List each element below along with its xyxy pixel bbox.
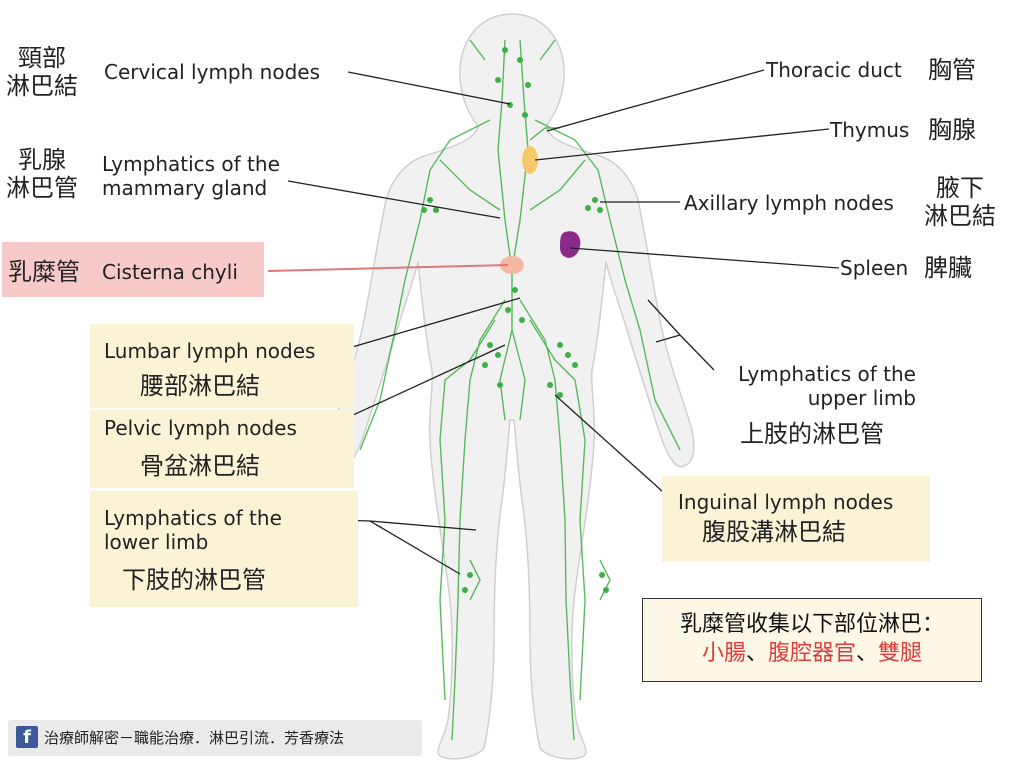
cisterna-note-box: 乳糜管收集以下部位淋巴： 小腸、腹腔器官、雙腿 — [642, 598, 982, 682]
inguinal-highlight — [662, 476, 930, 562]
footer-text: 治療師解密－職能治療．淋巴引流．芳香療法 — [44, 729, 345, 747]
note-separator: 、 — [745, 641, 768, 666]
cervical-label-zh: 頸部 淋巴結 — [6, 44, 78, 100]
thymus-label-zh: 胸腺 — [928, 116, 976, 144]
spleen-label-zh: 脾臟 — [924, 254, 972, 282]
body-silhouette — [329, 13, 695, 760]
mammary-label-en: Lymphatics of the mammary gland — [102, 152, 280, 200]
axillary-label-zh: 腋下 淋巴結 — [924, 174, 996, 230]
upperlimb-label-zh: 上肢的淋巴管 — [740, 420, 884, 448]
axillary-label-en: Axillary lymph nodes — [684, 191, 894, 215]
spleen-label-en: Spleen — [840, 256, 909, 280]
lymph-vessels — [359, 39, 681, 741]
inguinal-label-zh: 腹股溝淋巴結 — [702, 518, 846, 546]
inguinal-label-en: Inguinal lymph nodes — [678, 490, 894, 514]
lumbar-label-zh: 腰部淋巴結 — [140, 372, 260, 400]
note-item-small-intestine: 小腸 — [701, 641, 746, 666]
leader-lines — [267, 69, 840, 575]
thoracic-label-en: Thoracic duct — [766, 58, 902, 82]
footer-credit[interactable]: f 治療師解密－職能治療．淋巴引流．芳香療法 — [8, 720, 422, 756]
pelvic-label-en: Pelvic lymph nodes — [104, 416, 297, 440]
note-line2: 小腸、腹腔器官、雙腿 — [643, 639, 981, 669]
cisterna-label-en: Cisterna chyli — [102, 260, 238, 284]
thymus-organ — [522, 146, 538, 174]
lumbar-label-en: Lumbar lymph nodes — [104, 339, 316, 363]
lowerlimb-highlight — [90, 491, 358, 607]
upperlimb-label-en: Lymphatics of the upper limb — [738, 362, 916, 410]
lowerlimb-label-en: Lymphatics of the lower limb — [104, 506, 282, 554]
lumbar-highlight — [90, 324, 354, 408]
cisterna-chyli-organ — [500, 256, 524, 274]
note-item-legs: 雙腿 — [878, 641, 923, 666]
thymus-label-en: Thymus — [830, 118, 910, 142]
mammary-label-zh: 乳腺 淋巴管 — [6, 146, 78, 202]
thoracic-label-zh: 胸管 — [928, 56, 976, 84]
note-separator: 、 — [856, 641, 879, 666]
note-line1: 乳糜管收集以下部位淋巴： — [679, 612, 944, 637]
lymph-nodes — [421, 47, 609, 593]
spleen-organ — [560, 231, 581, 258]
cervical-label-en: Cervical lymph nodes — [104, 60, 320, 84]
pelvic-highlight — [90, 410, 354, 488]
pelvic-label-zh: 骨盆淋巴結 — [140, 452, 260, 480]
cisterna-highlight — [2, 242, 264, 297]
facebook-icon[interactable]: f — [16, 726, 38, 748]
note-item-abdominal-organs: 腹腔器官 — [767, 641, 856, 666]
lowerlimb-label-zh: 下肢的淋巴管 — [122, 566, 266, 594]
cisterna-label-zh: 乳糜管 — [8, 258, 80, 286]
